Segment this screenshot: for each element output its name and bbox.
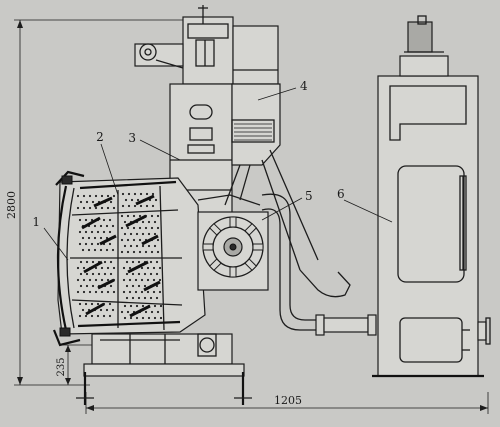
drum-fittings — [52, 170, 85, 347]
dimension-height-total: 2800 — [5, 19, 190, 386]
svg-text:5: 5 — [305, 189, 313, 203]
dimension-width-total: 1205 — [85, 392, 489, 414]
svg-text:3: 3 — [128, 131, 136, 145]
svg-text:6: 6 — [337, 187, 345, 201]
svg-text:2: 2 — [96, 130, 104, 144]
screen-perforations — [76, 192, 163, 320]
dimension-height-total-label: 2800 — [5, 191, 18, 219]
dimension-base-height: 235 — [56, 344, 95, 385]
dimension-width-total-label: 1205 — [274, 394, 302, 407]
svg-text:4: 4 — [300, 79, 308, 93]
base-frame — [76, 333, 252, 405]
screen-slats — [81, 194, 161, 318]
part-label-3: 3 — [128, 131, 181, 161]
part-label-2: 2 — [96, 130, 119, 196]
side-cabinet — [372, 15, 491, 378]
svg-text:1: 1 — [32, 215, 40, 229]
dimension-base-height-label: 235 — [56, 357, 67, 376]
part-label-4: 4 — [257, 79, 308, 101]
air-pipe — [261, 193, 377, 336]
fan-impeller — [197, 194, 269, 291]
upper-housing — [224, 83, 319, 271]
part-label-6: 6 — [337, 187, 393, 223]
drum-assembly — [56, 177, 206, 335]
top-head-assembly — [134, 5, 279, 85]
part-label-5: 5 — [261, 189, 313, 221]
part-label-1: 1 — [32, 215, 69, 261]
